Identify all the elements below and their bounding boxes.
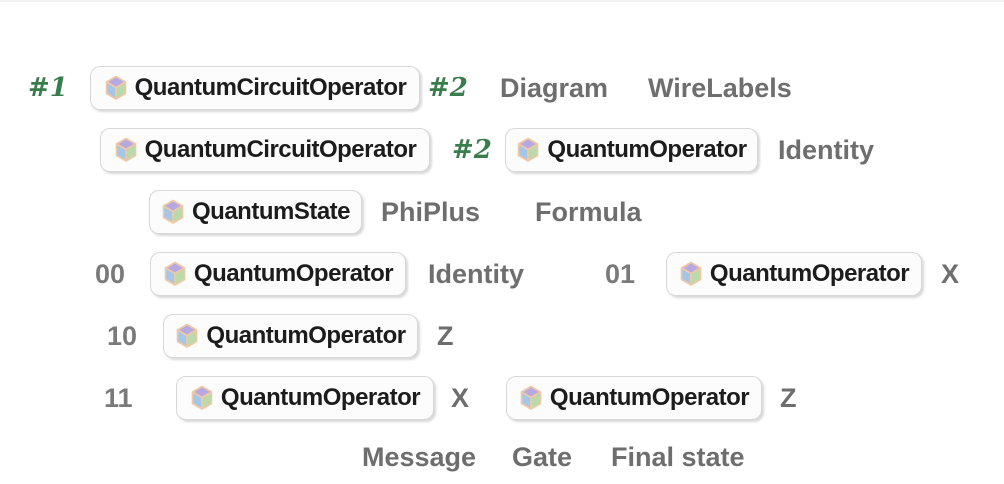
function-box-quantumoperator[interactable]: QuantumOperator (163, 314, 418, 358)
paclet-cube-icon (518, 137, 539, 162)
function-box-label: QuantumOperator (709, 260, 910, 287)
slot-token: #2 (452, 135, 492, 165)
number-token: 10 (107, 320, 138, 351)
function-box-quantumstate[interactable]: QuantumState (149, 190, 362, 234)
number-token: 11 (104, 382, 133, 413)
paclet-cube-icon (115, 137, 136, 162)
function-box-label: QuantumState (191, 198, 351, 225)
slot-token: #2 (428, 73, 468, 103)
string-token: Message (362, 441, 477, 472)
string-token: Formula (535, 196, 642, 227)
string-token: Z (780, 382, 797, 413)
string-token: Z (437, 320, 454, 351)
function-box-label: QuantumOperator (193, 260, 394, 287)
top-edge-highlight (0, 0, 1004, 2)
function-box-label: QuantumOperator (220, 384, 421, 411)
paclet-cube-icon (177, 323, 198, 348)
string-token: Identity (778, 134, 875, 165)
function-box-label: QuantumCircuitOperator (134, 74, 407, 101)
function-box-quantumcircuitoperator[interactable]: QuantumCircuitOperator (100, 128, 430, 172)
string-token: Identity (428, 258, 525, 289)
paclet-cube-icon (680, 261, 702, 286)
string-token: X (451, 382, 470, 413)
number-token: 01 (605, 258, 636, 289)
string-token: Gate (512, 441, 573, 472)
function-box-quantumoperator[interactable]: QuantumOperator (505, 128, 758, 172)
paclet-cube-icon (520, 385, 542, 410)
function-box-label: QuantumOperator (549, 384, 750, 411)
function-box-quantumcircuitoperator[interactable]: QuantumCircuitOperator (90, 66, 420, 110)
number-token: 00 (95, 258, 126, 289)
string-token: PhiPlus (381, 196, 481, 227)
paclet-cube-icon (191, 385, 213, 410)
function-box-label: QuantumOperator (206, 322, 406, 349)
string-token: X (941, 258, 960, 289)
string-token: WireLabels (648, 72, 792, 103)
function-box-quantumoperator[interactable]: QuantumOperator (666, 252, 922, 296)
function-box-label: QuantumOperator (547, 136, 747, 163)
paclet-cube-icon (105, 75, 126, 100)
function-box-quantumoperator[interactable]: QuantumOperator (150, 252, 406, 296)
string-token: Diagram (500, 72, 609, 103)
string-token: Final state (611, 441, 745, 472)
paclet-cube-icon (162, 199, 184, 224)
slot-token: #1 (28, 73, 68, 103)
function-box-quantumoperator[interactable]: QuantumOperator (506, 376, 762, 420)
function-box-label: QuantumCircuitOperator (144, 136, 417, 163)
function-box-quantumoperator[interactable]: QuantumOperator (176, 376, 434, 420)
paclet-cube-icon (164, 261, 186, 286)
